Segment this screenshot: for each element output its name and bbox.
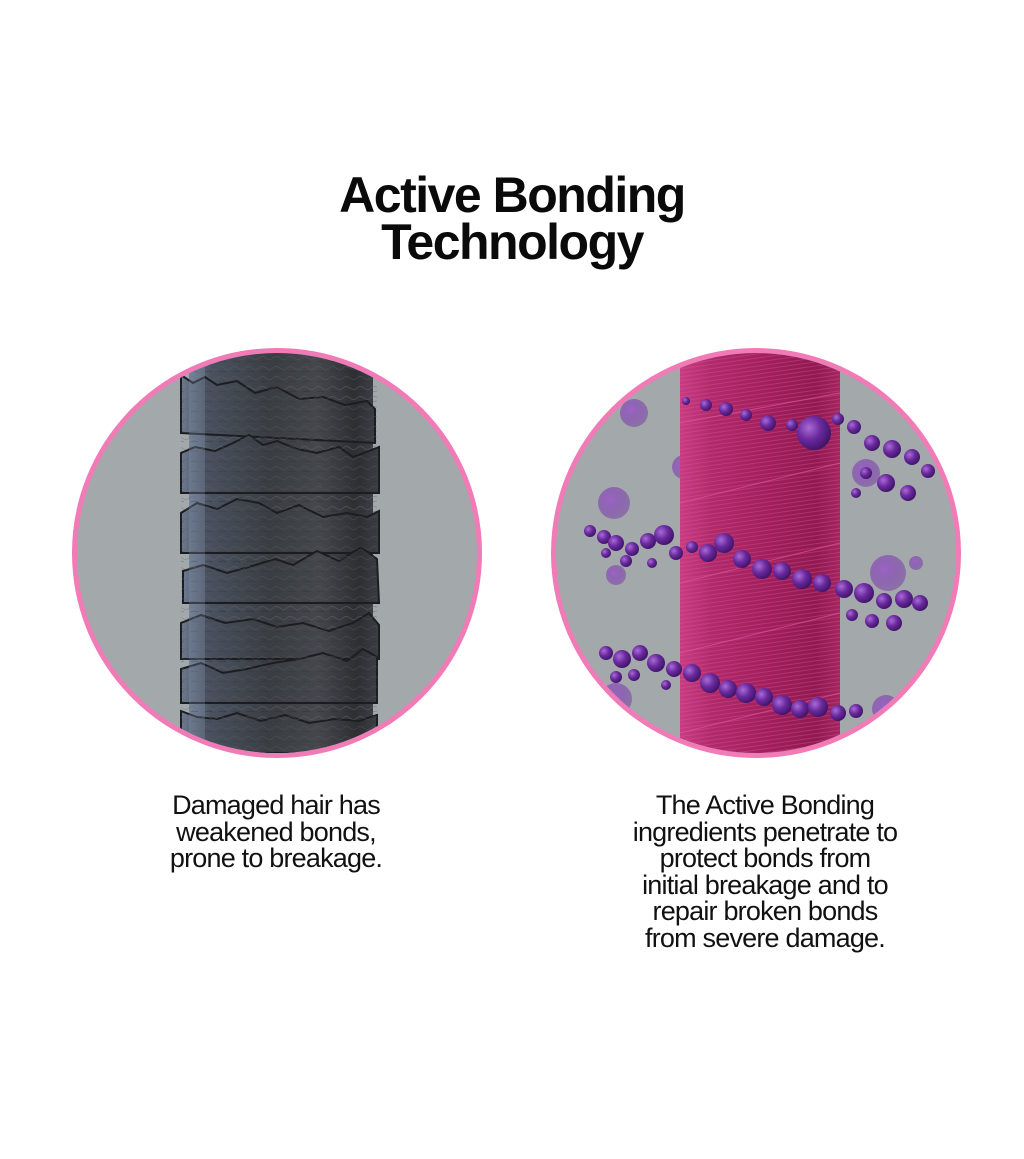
caption-line: protect bonds from: [659, 843, 872, 873]
caption-line: repair broken bonds: [652, 896, 879, 926]
bonded-hair-illustration: [551, 348, 961, 758]
caption-line: Damaged hair has: [172, 790, 381, 820]
damaged-hair-caption: Damaged hair has weakened bonds, prone t…: [126, 792, 426, 872]
caption-line: The Active Bonding: [655, 790, 875, 820]
title-line-1: Active Bonding: [339, 166, 686, 223]
title-line-2: Technology: [381, 213, 644, 270]
caption-line: initial breakage and to: [642, 869, 889, 900]
caption-line: from severe damage.: [645, 922, 886, 953]
caption-line: weakened bonds,: [176, 816, 376, 847]
bonded-hair-strand-icon: [584, 353, 935, 753]
caption-line: ingredients penetrate to: [632, 816, 898, 847]
damaged-hair-strand-icon: [180, 353, 381, 753]
page-title: Active Bonding Technology: [0, 166, 1024, 270]
damaged-hair-illustration: [72, 348, 482, 758]
bonded-hair-caption: The Active Bonding ingredients penetrate…: [605, 792, 925, 951]
caption-line: prone to breakage.: [169, 843, 383, 873]
